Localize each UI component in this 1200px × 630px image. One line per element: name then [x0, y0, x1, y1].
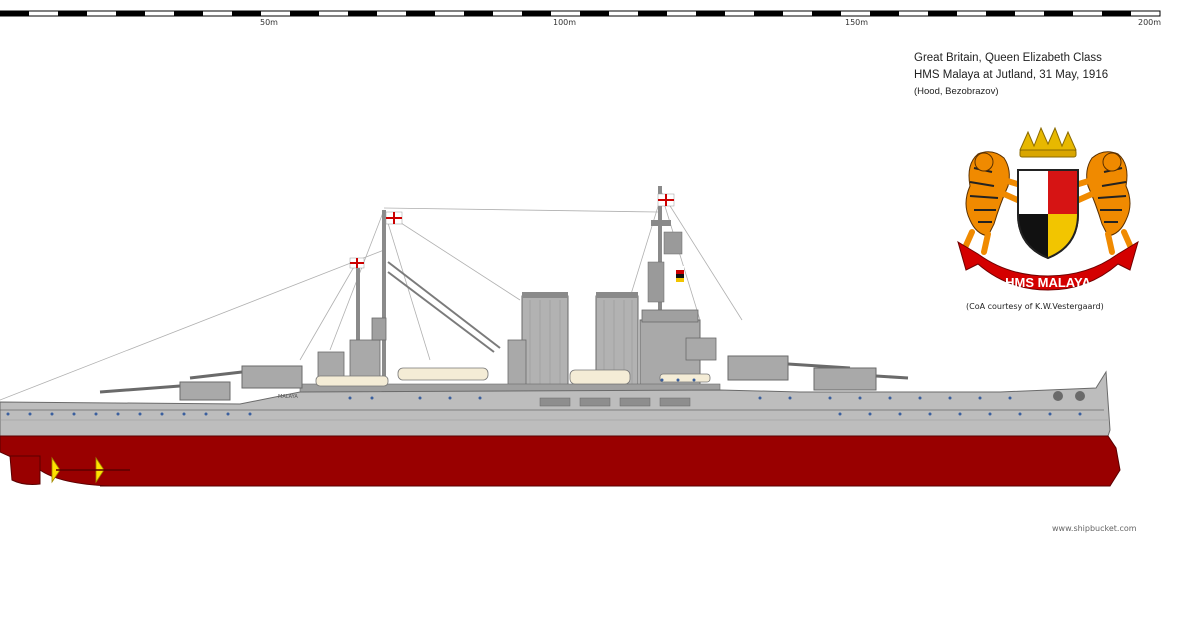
- aft-funnel: [521, 295, 569, 389]
- watermark: www.shipbucket.com: [1052, 524, 1137, 533]
- coat-of-arms: HMS MALAYA: [957, 126, 1139, 291]
- scale-label-100m: 100m: [553, 18, 577, 27]
- ship-boats: [315, 367, 711, 387]
- turret-b: [727, 355, 851, 381]
- propeller-icon: [51, 456, 130, 484]
- caption-authors: (Hood, Bezobrazov): [914, 86, 999, 97]
- ribbon-icon: [957, 240, 1139, 291]
- boat: [315, 375, 389, 387]
- scale-label-200m: 200m: [1138, 18, 1162, 27]
- boat: [659, 373, 711, 383]
- left-tiger-icon: [961, 151, 1027, 255]
- scale-label-150m: 150m: [845, 18, 869, 27]
- lower-hull: [0, 435, 1121, 487]
- turret-a: [813, 367, 909, 391]
- ensign-flags: [349, 193, 684, 282]
- ribbon-text: HMS MALAYA: [1005, 275, 1091, 290]
- rudder: [9, 455, 41, 485]
- ship-profile: MALAYA: [0, 186, 1121, 487]
- main-mast: [382, 210, 386, 400]
- scale-bar: [0, 10, 1161, 17]
- casemates: [539, 397, 691, 407]
- turret-y: [99, 381, 231, 401]
- boat: [397, 367, 489, 381]
- turret-x: [189, 365, 303, 389]
- caption-class: Great Britain, Queen Elizabeth Class: [914, 52, 1102, 64]
- caption-ship-event: HMS Malaya at Jutland, 31 May, 1916: [914, 69, 1109, 81]
- caption-block: Great Britain, Queen Elizabeth Class HMS…: [914, 50, 1108, 100]
- ensign-mizzen-icon: [349, 257, 365, 269]
- scale-label-50m: 50m: [260, 18, 278, 27]
- fore-mast: [658, 186, 662, 336]
- crown-icon: [1019, 126, 1077, 158]
- portholes: [6, 378, 1082, 416]
- masts: [356, 186, 683, 400]
- anchor-icon: [1053, 391, 1085, 401]
- coa-credit: (CoA courtesy of K.W.Vestergaard): [966, 302, 1104, 311]
- main-turrets: [99, 355, 909, 401]
- hull-name-text: MALAYA: [278, 394, 298, 400]
- derricks: [387, 261, 501, 353]
- boat: [569, 369, 631, 385]
- ensign-fore-icon: [657, 193, 675, 207]
- malaya-pennant-icon: [676, 266, 684, 282]
- shield-icon: [1017, 169, 1079, 260]
- ensign-aft-icon: [385, 211, 403, 225]
